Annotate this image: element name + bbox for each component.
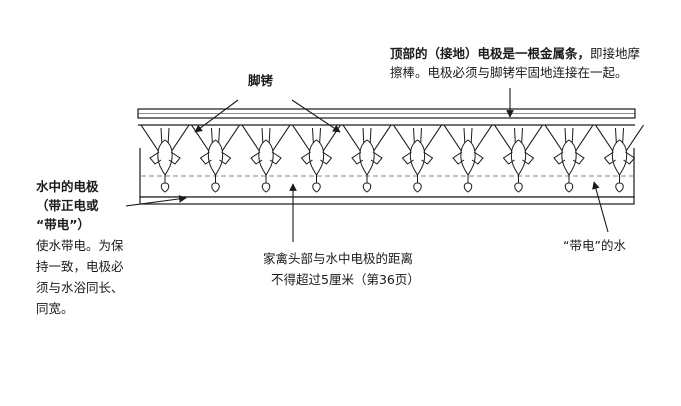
water-electrode-line-1: 水中的电极 <box>36 179 99 194</box>
bird <box>292 124 341 193</box>
bird-body <box>258 139 274 176</box>
water-electrode-desc-3: 须与水浴同长、 <box>36 280 124 295</box>
shackle-arrow-left <box>194 99 239 133</box>
bird-body <box>611 139 628 176</box>
bird-body <box>510 139 527 176</box>
water-electrode <box>139 196 635 205</box>
bird-wings <box>149 151 181 165</box>
charged-water-label: “带电”的水 <box>563 238 626 253</box>
water-electrode-desc-4: 同宽。 <box>36 301 74 316</box>
bird-head <box>211 182 220 193</box>
bird <box>241 124 291 193</box>
bird-head <box>312 182 321 193</box>
bird <box>443 124 493 193</box>
bird-wings <box>502 151 535 165</box>
charged-water-arrow <box>592 181 609 233</box>
water-electrode-desc-2: 持一致，电极必 <box>36 259 124 274</box>
bird-body <box>207 139 224 176</box>
water-electrode-line-3: “带电”） <box>36 217 90 232</box>
water-electrode-arrow <box>125 195 187 207</box>
bird-wings <box>199 151 232 165</box>
distance-line-1: 家禽头部与水中电极的距离 <box>263 251 414 266</box>
water-electrode-desc-1: 使水带电。为保 <box>36 238 124 253</box>
bird-body <box>157 139 173 176</box>
bird-head <box>362 182 372 193</box>
top-electrode-line-1b: 即接地摩 <box>590 46 641 61</box>
bird-body <box>308 139 325 176</box>
water-electrode-description: 使水带电。为保 持一致，电极必 须与水浴同长、 同宽。 <box>36 235 124 319</box>
bird <box>494 124 543 193</box>
bird-wings <box>250 151 282 165</box>
bird <box>191 124 240 193</box>
top-electrode-line-1: 顶部的（接地）电极是一根金属条， <box>390 46 591 61</box>
bird <box>544 124 594 193</box>
bird <box>393 124 442 193</box>
bird-head <box>564 182 574 193</box>
shackled-birds <box>140 124 644 193</box>
bird-head <box>615 182 624 193</box>
bird-head <box>463 182 473 193</box>
shackle-label: 脚铐 <box>248 73 274 88</box>
bird-body <box>561 139 577 176</box>
water-electrode-label: 水中的电极 （带正电或 “带电”） <box>36 177 99 234</box>
top-electrode-line-2: 擦棒。电极必须与脚铐牢固地连接在一起。 <box>390 65 628 80</box>
top-electrode-label: 顶部的（接地）电极是一根金属条，即接地摩 擦棒。电极必须与脚铐牢固地连接在一起。 <box>390 44 640 82</box>
bird <box>140 124 190 193</box>
bird <box>342 124 392 193</box>
distance-line-2: 不得超过5厘米（第36页） <box>271 272 420 287</box>
bird-head <box>160 182 170 193</box>
bird-body <box>409 139 426 176</box>
bird-head <box>413 182 422 193</box>
bird-head <box>514 182 523 193</box>
distance-label: 家禽头部与水中电极的距离 不得超过5厘米（第36页） <box>263 248 420 290</box>
bird-wings <box>603 151 636 165</box>
bird <box>595 124 644 193</box>
bird-wings <box>300 151 333 165</box>
bird-wings <box>351 151 383 165</box>
bird-wings <box>452 151 484 165</box>
bird-head <box>261 182 271 193</box>
water-electrode-line-2: （带正电或 <box>36 198 99 213</box>
bird-wings <box>553 151 585 165</box>
bird-body <box>359 139 375 176</box>
bird-wings <box>401 151 434 165</box>
shackle-arrow-right <box>291 99 341 133</box>
bird-body <box>460 139 476 176</box>
